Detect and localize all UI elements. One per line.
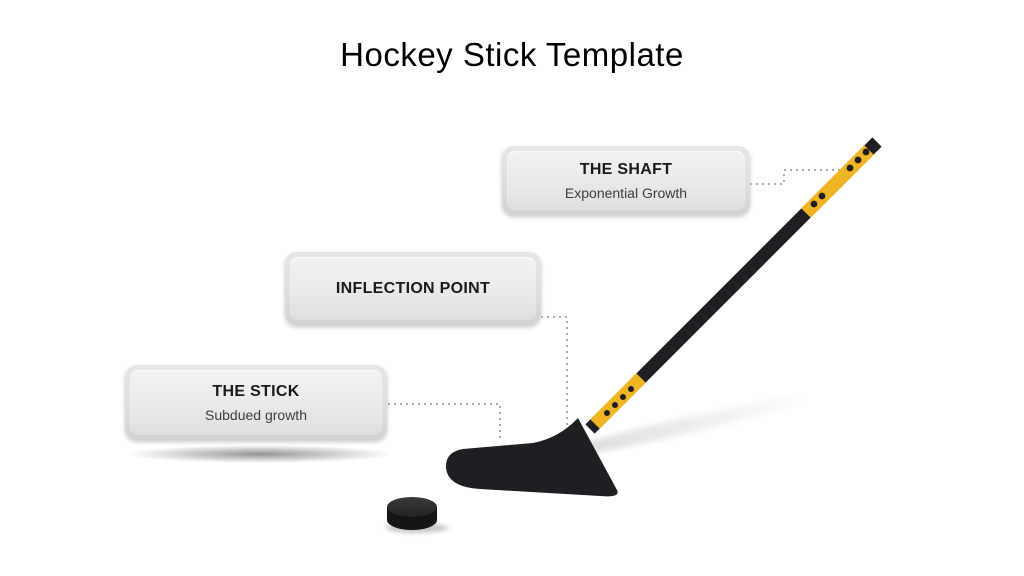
callout-ground-shadow	[127, 445, 393, 463]
puck-graphic	[387, 497, 437, 530]
connector-inflection-point	[541, 316, 568, 428]
callout-the-stick-subtitle: Subdued growth	[205, 406, 307, 423]
callout-inflection-point-title: INFLECTION POINT	[335, 279, 491, 297]
stick-tape-lower	[590, 373, 646, 429]
connector-the-stick	[388, 403, 501, 441]
page-title: Hockey Stick Template	[340, 36, 684, 73]
callout-the-shaft-subtitle: Exponential Growth	[564, 184, 688, 201]
stick-ground-shadow	[538, 395, 812, 461]
callout-inflection-point: INFLECTION POINT	[285, 252, 541, 325]
callout-inflection-point-panel: INFLECTION POINT	[290, 257, 536, 320]
callout-the-shaft-title: THE SHAFT	[579, 160, 673, 178]
callout-the-stick-panel: THE STICK Subdued growth	[130, 370, 382, 435]
hockey-stick-graphic	[445, 137, 882, 497]
stick-dots	[604, 148, 870, 416]
callout-the-shaft-panel: THE SHAFT Exponential Growth	[507, 151, 745, 210]
stick-blade	[445, 418, 618, 497]
callout-the-stick-title: THE STICK	[212, 382, 300, 400]
callout-the-stick: THE STICK Subdued growth	[125, 365, 387, 440]
connector-the-shaft	[750, 169, 841, 185]
callout-the-shaft: THE SHAFT Exponential Growth	[502, 146, 750, 215]
